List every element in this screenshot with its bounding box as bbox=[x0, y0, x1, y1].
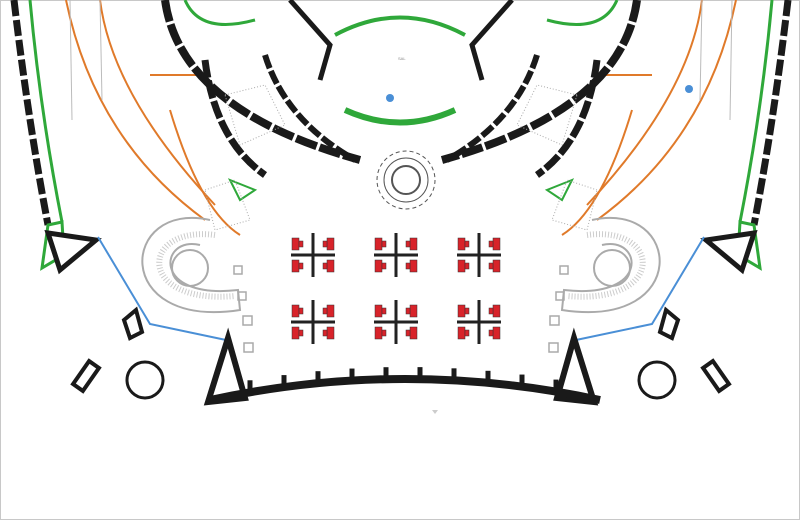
green-room-wall-bottom bbox=[343, 107, 457, 126]
chair bbox=[488, 326, 501, 340]
chair bbox=[405, 326, 418, 340]
chair bbox=[322, 259, 335, 273]
chair bbox=[488, 259, 501, 273]
chair bbox=[457, 237, 470, 251]
front-wall bbox=[209, 375, 601, 404]
desk-grid bbox=[291, 233, 501, 344]
entrance-mark bbox=[432, 410, 438, 414]
chair bbox=[457, 326, 470, 340]
round-table bbox=[376, 150, 436, 210]
chair bbox=[374, 237, 387, 251]
chair bbox=[291, 237, 304, 251]
chair bbox=[374, 304, 387, 318]
chair bbox=[322, 326, 335, 340]
chair bbox=[488, 237, 501, 251]
chair bbox=[457, 304, 470, 318]
desk-cluster bbox=[457, 233, 501, 277]
chair bbox=[322, 237, 335, 251]
chair bbox=[291, 326, 304, 340]
chair bbox=[405, 304, 418, 318]
blue-marker bbox=[685, 85, 693, 93]
chair bbox=[405, 237, 418, 251]
chair bbox=[405, 259, 418, 273]
desk-cluster bbox=[291, 300, 335, 344]
chair bbox=[291, 259, 304, 273]
chair bbox=[457, 259, 470, 273]
wall-fins bbox=[247, 367, 559, 393]
desk-cluster bbox=[457, 300, 501, 344]
desk-cluster bbox=[374, 300, 418, 344]
chair bbox=[322, 304, 335, 318]
green-room-wall-top bbox=[334, 15, 466, 37]
desk-cluster bbox=[374, 233, 418, 277]
blue-marker bbox=[386, 94, 394, 102]
desk-cluster bbox=[291, 233, 335, 277]
chair bbox=[374, 259, 387, 273]
chair bbox=[488, 304, 501, 318]
room-label: SAL bbox=[398, 56, 406, 61]
chair bbox=[374, 326, 387, 340]
chair bbox=[291, 304, 304, 318]
